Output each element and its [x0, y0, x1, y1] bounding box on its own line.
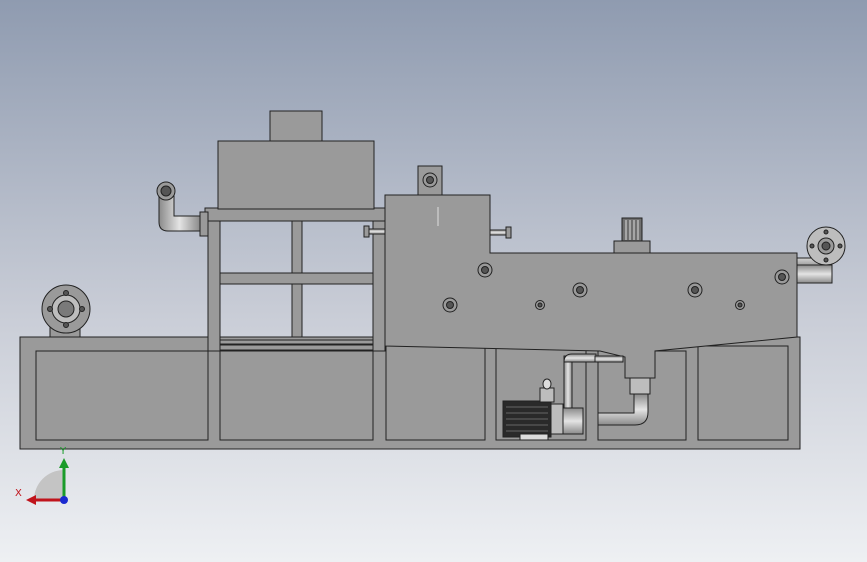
- top-beam-end-flange: [199, 211, 209, 237]
- top-valve: [613, 217, 651, 254]
- frame-bay-2: [219, 350, 374, 441]
- tower-rail-lower-2: [219, 344, 374, 351]
- adjust-screws: [363, 225, 512, 239]
- bolt-hole: [823, 257, 829, 263]
- screw-left-head: [363, 225, 370, 238]
- right-outlet-pipe: [796, 226, 846, 284]
- pump-motor: [502, 378, 584, 441]
- pump-head: [562, 407, 584, 435]
- motor-foot: [519, 433, 549, 441]
- x-arrow-head: [26, 495, 36, 505]
- riser-elbow: [563, 353, 597, 363]
- bolt-hole: [837, 243, 843, 249]
- tower-frame: [199, 207, 390, 352]
- screw-right-head: [505, 226, 512, 239]
- bolt-hole: [809, 243, 815, 249]
- frame-bay-3: [385, 345, 486, 441]
- valve-base: [613, 240, 651, 254]
- base-frame: [19, 336, 801, 450]
- frame-bay-1: [35, 350, 209, 441]
- bolt-hole: [63, 290, 69, 296]
- tower-post-left: [207, 212, 221, 352]
- tower-rail-lower: [219, 339, 374, 345]
- left-bearing-unit: [41, 284, 91, 338]
- valve-body: [621, 217, 643, 243]
- top-housing: [217, 110, 375, 210]
- left-pipe-elbow: [158, 195, 201, 232]
- riser-pipe: [563, 355, 573, 409]
- pump-inlet: [539, 387, 555, 403]
- middle-tank: [384, 165, 798, 379]
- lug-hole: [426, 176, 434, 184]
- top-housing-cap: [269, 110, 323, 142]
- top-beam: [204, 207, 390, 222]
- return-pipe: [597, 393, 649, 426]
- x-axis-label: X: [15, 488, 22, 499]
- riser-connector: [594, 355, 624, 363]
- right-pipe-run: [796, 264, 833, 284]
- triad-quarter-disc: [34, 470, 64, 500]
- coordinate-triad: Y X: [15, 446, 69, 505]
- y-arrow-head: [59, 458, 69, 468]
- bearing-bore: [57, 300, 75, 318]
- y-axis-label: Y: [59, 446, 67, 457]
- tower-rail-upper: [219, 272, 374, 285]
- left-outlet-pipe: [156, 181, 201, 232]
- pump-piping: [563, 353, 651, 426]
- main-tank-body: [384, 194, 798, 379]
- funnel-neck: [629, 377, 651, 395]
- pump-cap: [542, 378, 552, 390]
- bolt-hole: [63, 322, 69, 328]
- top-housing-box: [217, 140, 375, 210]
- tank-ports: [442, 262, 790, 313]
- frame-bay-6: [697, 345, 789, 441]
- left-pipe-flange-bore: [160, 185, 172, 197]
- bolt-hole: [47, 306, 53, 312]
- bolt-hole: [79, 306, 85, 312]
- z-axis-dot: [60, 496, 68, 504]
- motor-coupling: [550, 403, 564, 435]
- bolt-hole: [823, 229, 829, 235]
